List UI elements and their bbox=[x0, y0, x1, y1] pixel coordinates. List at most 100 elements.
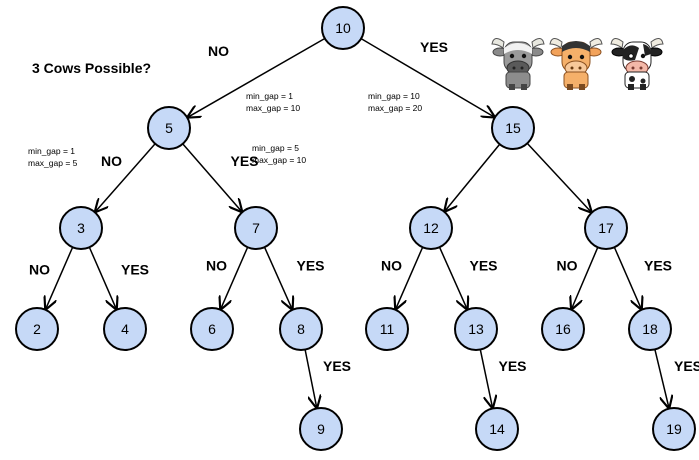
edge-label-n10-n15: YES bbox=[420, 39, 448, 55]
node-circle bbox=[299, 407, 343, 451]
edge-label-n5-n3: NO bbox=[101, 153, 122, 169]
node-circle bbox=[541, 307, 585, 351]
tree-node-6: 6 bbox=[190, 307, 234, 351]
node-label: 18 bbox=[642, 321, 658, 337]
node-circle bbox=[409, 206, 453, 250]
gap-annotation: min_gap = 1 max_gap = 10 bbox=[246, 91, 300, 113]
edge-label-n8-n9: YES bbox=[323, 358, 351, 374]
max-gap-text: max_gap = 20 bbox=[368, 103, 422, 113]
tree-node-14: 14 bbox=[475, 407, 519, 451]
node-label: 4 bbox=[121, 321, 129, 337]
diagram-title: 3 Cows Possible? bbox=[32, 60, 151, 76]
edge-n15-n17 bbox=[526, 142, 591, 212]
edge-n17-n18 bbox=[613, 246, 641, 309]
gap-annotation: min_gap = 1 max_gap = 5 bbox=[28, 146, 78, 168]
tree-node-7: 7 bbox=[234, 206, 278, 250]
node-label: 7 bbox=[252, 220, 260, 236]
tree-node-4: 4 bbox=[103, 307, 147, 351]
node-label: 8 bbox=[297, 321, 305, 337]
edge-n17-n16 bbox=[572, 247, 599, 308]
min-gap-text: min_gap = 1 bbox=[246, 91, 293, 101]
node-label: 17 bbox=[598, 220, 614, 236]
edge-n8-n9 bbox=[304, 349, 317, 408]
node-label: 2 bbox=[33, 321, 41, 337]
node-circle bbox=[454, 307, 498, 351]
max-gap-text: max_gap = 10 bbox=[252, 155, 306, 165]
edge-label-n3-n2: NO bbox=[29, 262, 50, 278]
node-circle bbox=[15, 307, 59, 351]
edge-n13-n14 bbox=[479, 349, 492, 408]
tree-node-8: 8 bbox=[279, 307, 323, 351]
orange-cow-icon bbox=[549, 38, 603, 90]
gap-annotation: min_gap = 10 max_gap = 20 bbox=[368, 91, 422, 113]
tree-node-3: 3 bbox=[59, 206, 103, 250]
edge-n3-n4 bbox=[88, 246, 116, 309]
node-label: 12 bbox=[423, 220, 439, 236]
gray-cow-icon bbox=[491, 38, 545, 90]
tree-node-13: 13 bbox=[454, 307, 498, 351]
node-label: 16 bbox=[555, 321, 571, 337]
node-circle bbox=[365, 307, 409, 351]
node-circle bbox=[59, 206, 103, 250]
tree-node-19: 19 bbox=[652, 407, 696, 451]
node-label: 9 bbox=[317, 421, 325, 437]
edge-label-n17-n18: YES bbox=[644, 258, 672, 274]
annotations-group: min_gap = 1 max_gap = 5 min_gap = 1 max_gap… bbox=[28, 91, 422, 168]
edge-label-n7-n8: YES bbox=[297, 258, 325, 274]
tree-node-9: 9 bbox=[299, 407, 343, 451]
edge-n10-n5 bbox=[188, 37, 326, 117]
edge-n18-n19 bbox=[654, 349, 669, 407]
node-circle bbox=[652, 407, 696, 451]
cow-icons bbox=[491, 38, 664, 90]
tree-node-16: 16 bbox=[541, 307, 585, 351]
spotted-cow-icon bbox=[610, 38, 664, 90]
edge-label-n5-n7: YES bbox=[231, 153, 259, 169]
edge-n7-n8 bbox=[263, 246, 292, 309]
tree-node-18: 18 bbox=[628, 307, 672, 351]
min-gap-text: min_gap = 10 bbox=[368, 91, 420, 101]
tree-node-17: 17 bbox=[584, 206, 628, 250]
tree-node-15: 15 bbox=[491, 106, 535, 150]
edge-n12-n11 bbox=[396, 246, 424, 309]
node-circle bbox=[103, 307, 147, 351]
edge-label-n12-n13: YES bbox=[470, 258, 498, 274]
node-circle bbox=[147, 106, 191, 150]
node-circle bbox=[190, 307, 234, 351]
min-gap-text: min_gap = 1 bbox=[28, 146, 75, 156]
edge-n10-n15 bbox=[360, 38, 494, 117]
node-label: 19 bbox=[666, 421, 682, 437]
node-label: 3 bbox=[77, 220, 85, 236]
node-circle bbox=[628, 307, 672, 351]
edge-label-n18-n19: YES bbox=[674, 358, 699, 374]
node-circle bbox=[491, 106, 535, 150]
node-circle bbox=[279, 307, 323, 351]
edge-n3-n2 bbox=[46, 246, 74, 309]
node-label: 10 bbox=[335, 20, 351, 36]
node-label: 15 bbox=[505, 120, 521, 136]
edge-label-n3-n4: YES bbox=[121, 262, 149, 278]
node-label: 6 bbox=[208, 321, 216, 337]
tree-node-11: 11 bbox=[365, 307, 409, 351]
node-circle bbox=[584, 206, 628, 250]
node-label: 13 bbox=[468, 321, 484, 337]
max-gap-text: max_gap = 5 bbox=[28, 158, 78, 168]
edge-n7-n6 bbox=[221, 246, 249, 309]
edges-group bbox=[46, 37, 669, 408]
tree-node-12: 12 bbox=[409, 206, 453, 250]
node-circle bbox=[475, 407, 519, 451]
node-label: 11 bbox=[380, 321, 395, 337]
edge-n5-n7 bbox=[182, 143, 242, 212]
node-circle bbox=[321, 6, 365, 50]
max-gap-text: max_gap = 10 bbox=[246, 103, 300, 113]
edge-label-n13-n14: YES bbox=[499, 358, 527, 374]
edge-n15-n12 bbox=[445, 143, 501, 211]
gap-annotation: min_gap = 5 max_gap = 10 bbox=[252, 143, 306, 165]
tree-node-10: 10 bbox=[321, 6, 365, 50]
min-gap-text: min_gap = 5 bbox=[252, 143, 299, 153]
edge-label-n12-n11: NO bbox=[381, 258, 402, 274]
node-circle bbox=[234, 206, 278, 250]
tree-node-2: 2 bbox=[15, 307, 59, 351]
